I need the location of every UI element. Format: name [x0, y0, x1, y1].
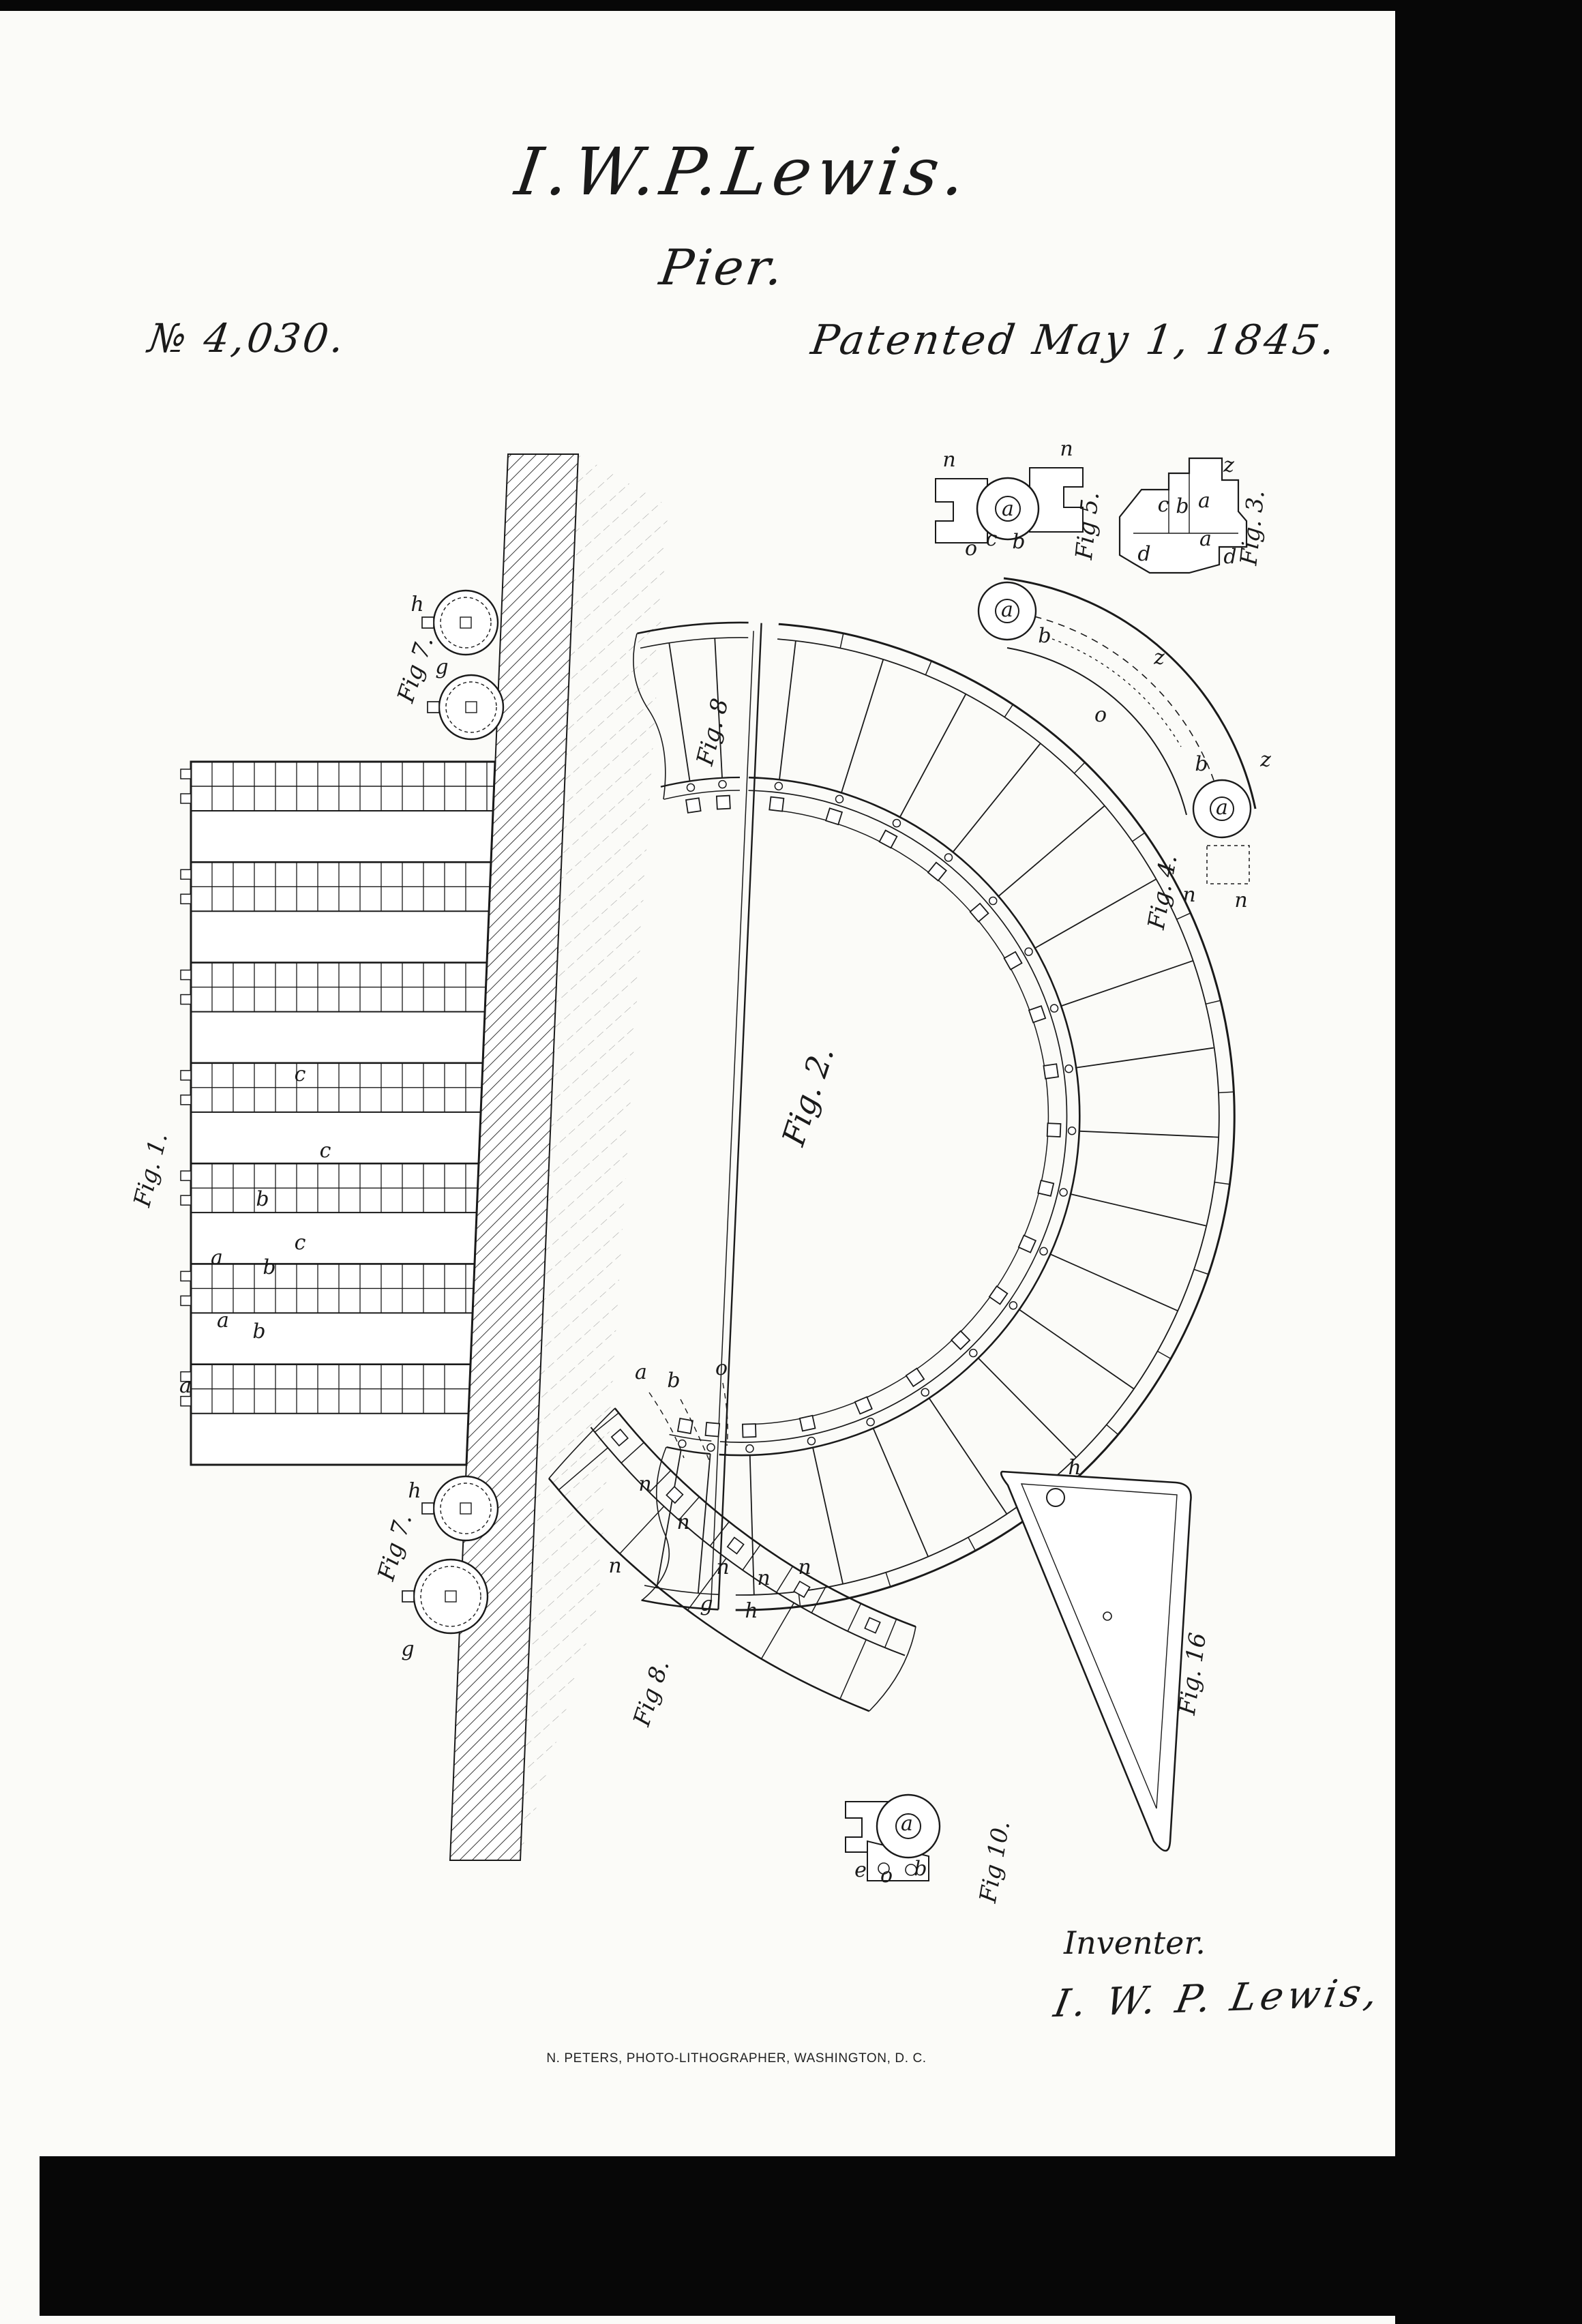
part-label-c: c	[295, 1231, 306, 1255]
fig7-top-label: Fig 7.	[392, 633, 439, 706]
part-label-b: b	[1176, 494, 1189, 518]
part-label-n: n	[638, 1472, 651, 1496]
part-label-b: b	[914, 1857, 927, 1881]
part-label-n: n	[798, 1555, 811, 1579]
part-label-n: n	[942, 448, 955, 472]
part-label-a: a	[1002, 497, 1014, 521]
lithographer-credit: N. PETERS, PHOTO-LITHOGRAPHER, WASHINGTO…	[546, 2051, 927, 2066]
part-label-c: c	[1158, 493, 1169, 517]
part-label-g: g	[401, 1637, 414, 1661]
fig8-drawing	[548, 1407, 916, 1712]
fig3-label: Fig. 3.	[1235, 489, 1270, 567]
fig10-drawing	[845, 1793, 941, 1881]
part-label-h: h	[745, 1599, 758, 1623]
part-label-a: a	[1216, 796, 1228, 820]
fig2-drawing	[637, 621, 1236, 1611]
break-lines	[548, 633, 916, 1712]
part-label-o: o	[715, 1356, 728, 1380]
part-label-a: a	[635, 1360, 647, 1384]
shore-hatch-band	[449, 453, 668, 1861]
part-label-b: b	[667, 1369, 680, 1392]
fig5-label: Fig 5.	[1071, 490, 1105, 561]
fig5-drawing	[935, 467, 1084, 543]
part-label-a: a	[211, 1246, 223, 1270]
part-label-n: n	[716, 1555, 729, 1579]
part-label-o: o	[965, 537, 977, 561]
part-label-c: c	[986, 527, 998, 551]
part-label-n: n	[608, 1554, 621, 1578]
inventor-label: Inventer.	[1064, 1924, 1206, 1961]
fig16-drawing	[1000, 1470, 1192, 1852]
part-label-e: e	[854, 1858, 867, 1882]
part-label-a: a	[179, 1374, 192, 1398]
part-label-g: g	[435, 655, 448, 679]
part-label-a: a	[1001, 598, 1013, 622]
fig1-label: Fig. 1.	[128, 1130, 173, 1210]
part-label-h: h	[411, 593, 423, 616]
fig8-top-label: Fig. 8	[691, 696, 734, 769]
part-label-b: b	[1012, 530, 1025, 554]
part-label-g: g	[700, 1592, 713, 1616]
part-label-b: b	[256, 1187, 269, 1211]
part-label-z: z	[1153, 646, 1165, 670]
fig4-drawing	[977, 577, 1257, 884]
part-label-b: b	[252, 1320, 265, 1343]
fig2-label: Fig. 2.	[775, 1042, 841, 1151]
part-label-a: a	[1198, 489, 1210, 513]
fig8-bottom-label: Fig 8.	[628, 1656, 675, 1730]
part-label-h: h	[1068, 1456, 1081, 1480]
fig10-label: Fig 10.	[974, 1819, 1016, 1905]
part-label-n: n	[1234, 889, 1247, 912]
part-label-c: c	[295, 1062, 306, 1086]
part-label-b: b	[263, 1255, 275, 1279]
part-label-d: d	[1223, 545, 1236, 569]
part-label-a: a	[1199, 527, 1212, 551]
fig3-drawing	[1118, 457, 1248, 574]
part-label-h: h	[408, 1479, 421, 1503]
part-label-n: n	[1060, 437, 1073, 461]
part-label-a: a	[901, 1812, 913, 1836]
scan-edge-top	[0, 0, 1399, 11]
part-label-d: d	[1137, 542, 1150, 566]
part-label-b: b	[1038, 624, 1051, 648]
part-label-z: z	[1223, 453, 1234, 477]
fig7-drawing	[402, 589, 505, 1635]
part-label-n: n	[1182, 883, 1195, 907]
part-label-o: o	[880, 1864, 893, 1888]
part-label-b: b	[1195, 752, 1208, 776]
scan-edge-right	[1395, 0, 1582, 2324]
part-label-o: o	[1094, 703, 1107, 727]
part-label-n: n	[676, 1510, 689, 1534]
part-label-a: a	[217, 1309, 229, 1332]
part-label-z: z	[1259, 748, 1271, 772]
scan-edge-bottom	[40, 2156, 1397, 2316]
part-label-c: c	[320, 1139, 331, 1163]
part-label-n: n	[757, 1566, 770, 1590]
fig1-drawing	[180, 760, 496, 1466]
leader-lines	[648, 1382, 728, 1463]
fig7-bottom-label: Fig 7.	[372, 1511, 417, 1585]
